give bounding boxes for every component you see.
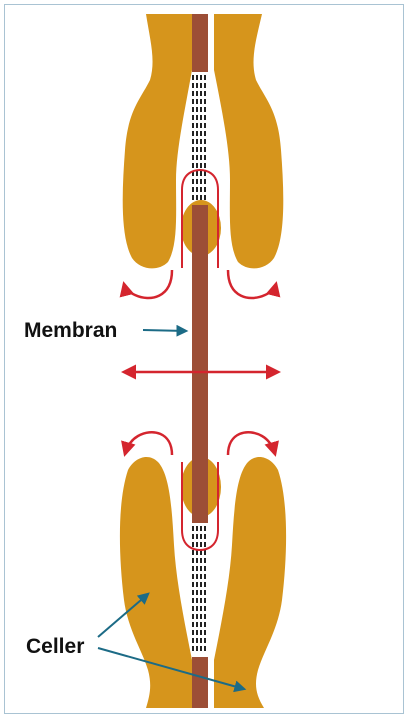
lower-right-flow-arrow bbox=[228, 432, 275, 455]
upper-right-cell bbox=[214, 14, 283, 268]
membrane-pointer-arrow bbox=[143, 330, 186, 331]
cells-label: Celler bbox=[26, 635, 84, 658]
membrane-label: Membran bbox=[24, 319, 117, 342]
lower-left-flow-arrow bbox=[125, 432, 172, 455]
membrane-middle-segment bbox=[192, 205, 208, 523]
upper-left-flow-arrow bbox=[124, 270, 172, 298]
membrane-bottom-segment bbox=[192, 657, 208, 708]
upper-pore-channel bbox=[193, 75, 205, 202]
lower-right-cell bbox=[214, 457, 286, 708]
upper-right-flow-arrow bbox=[228, 270, 276, 298]
lower-pore-channel bbox=[193, 526, 205, 654]
membrane-top-segment bbox=[192, 14, 208, 72]
